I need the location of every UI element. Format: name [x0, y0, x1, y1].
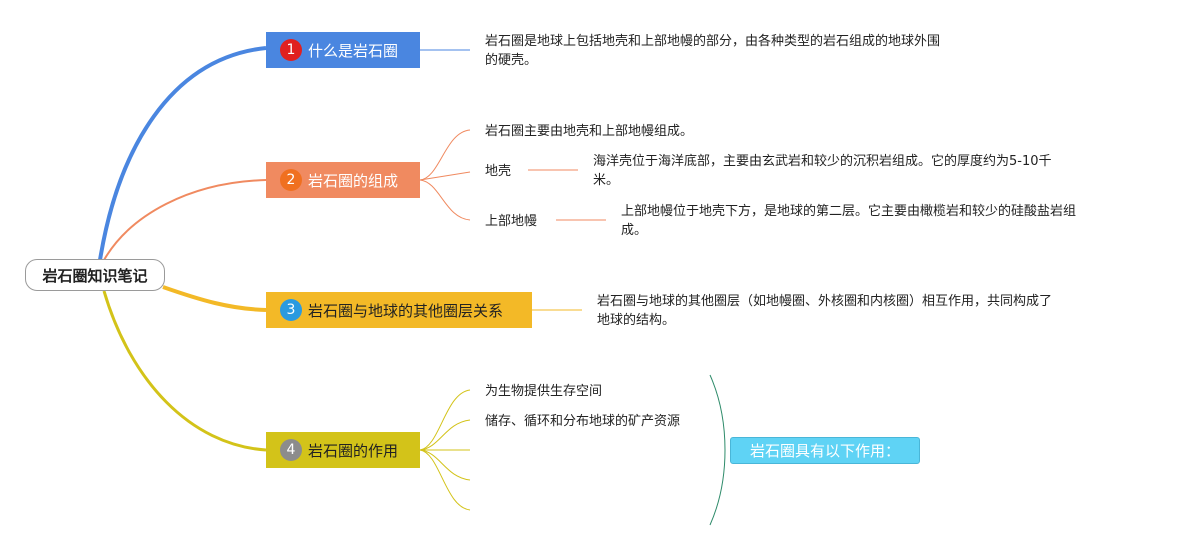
function-item-2[interactable]: 储存、循环和分布地球的矿产资源 [485, 414, 681, 429]
link-b4-item-2 [419, 419, 471, 451]
link-root-b2 [103, 179, 267, 261]
root-topic-label: 岩石圈知识笔记 [42, 266, 148, 285]
branch-what-is-lithosphere[interactable]: 1 什么是岩石圈 [266, 32, 420, 68]
crust-label[interactable]: 地壳 [485, 164, 512, 179]
mantle-detail-line-2: 成。 [621, 223, 648, 238]
relation-line-1: 岩石圈与地球的其他圈层（如地幔圈、外核圈和内核圈）相互作用，共同构成了 [597, 294, 1053, 309]
link-root-b1 [98, 46, 267, 261]
link-b2-mantle [419, 179, 471, 221]
link-root-b3 [162, 285, 267, 312]
number-badge-4: 4 [280, 439, 302, 461]
number-badge-1: 1 [280, 39, 302, 61]
composition-intro[interactable]: 岩石圈主要由地壳和上部地幔组成。 [485, 124, 694, 139]
definition-line-2: 的硬壳。 [485, 53, 538, 68]
mantle-label[interactable]: 上部地幔 [485, 214, 538, 229]
function-item-1[interactable]: 为生物提供生存空间 [485, 384, 603, 399]
crust-detail[interactable]: 海洋壳位于海洋底部，主要由玄武岩和较少的沉积岩组成。它的厚度约为5-10千 米。 [593, 152, 1093, 190]
definition-line-1: 岩石圈是地球上包括地壳和上部地幔的部分，由各种类型的岩石组成的地球外围 [485, 34, 941, 49]
root-topic[interactable]: 岩石圈知识笔记 [25, 259, 165, 291]
link-b4-item-4 [419, 449, 471, 481]
relation-text[interactable]: 岩石圈与地球的其他圈层（如地幔圈、外核圈和内核圈）相互作用，共同构成了 地球的结… [597, 292, 1097, 330]
link-b4-item-1 [419, 389, 471, 451]
summary-brace [709, 374, 726, 526]
summary-label: 岩石圈具有以下作用： [749, 442, 900, 460]
relation-line-2: 地球的结构。 [597, 313, 676, 328]
summary-callout[interactable]: 岩石圈具有以下作用： [730, 437, 920, 464]
mantle-detail-line-1: 上部地幔位于地壳下方，是地球的第二层。它主要由橄榄岩和较少的硅酸盐岩组 [621, 204, 1077, 219]
link-b2-intro [419, 129, 471, 181]
link-b4-item-5 [419, 449, 471, 511]
branch-composition[interactable]: 2 岩石圈的组成 [266, 162, 420, 198]
number-badge-3: 3 [280, 299, 302, 321]
link-b2-crust [419, 171, 471, 181]
branch-label: 岩石圈的组成 [308, 171, 399, 190]
branch-label: 什么是岩石圈 [308, 41, 399, 60]
branch-label: 岩石圈与地球的其他圈层关系 [308, 301, 504, 320]
branch-relation[interactable]: 3 岩石圈与地球的其他圈层关系 [266, 292, 532, 328]
crust-detail-line-1: 海洋壳位于海洋底部，主要由玄武岩和较少的沉积岩组成。它的厚度约为5-10千 [593, 154, 1052, 169]
mantle-detail[interactable]: 上部地幔位于地壳下方，是地球的第二层。它主要由橄榄岩和较少的硅酸盐岩组 成。 [621, 202, 1141, 240]
number-badge-2: 2 [280, 169, 302, 191]
link-root-b4 [102, 290, 267, 452]
branch-label: 岩石圈的作用 [308, 441, 399, 460]
crust-detail-line-2: 米。 [593, 173, 620, 188]
branch-functions[interactable]: 4 岩石圈的作用 [266, 432, 420, 468]
definition-text[interactable]: 岩石圈是地球上包括地壳和上部地幔的部分，由各种类型的岩石组成的地球外围 的硬壳。 [485, 32, 985, 70]
